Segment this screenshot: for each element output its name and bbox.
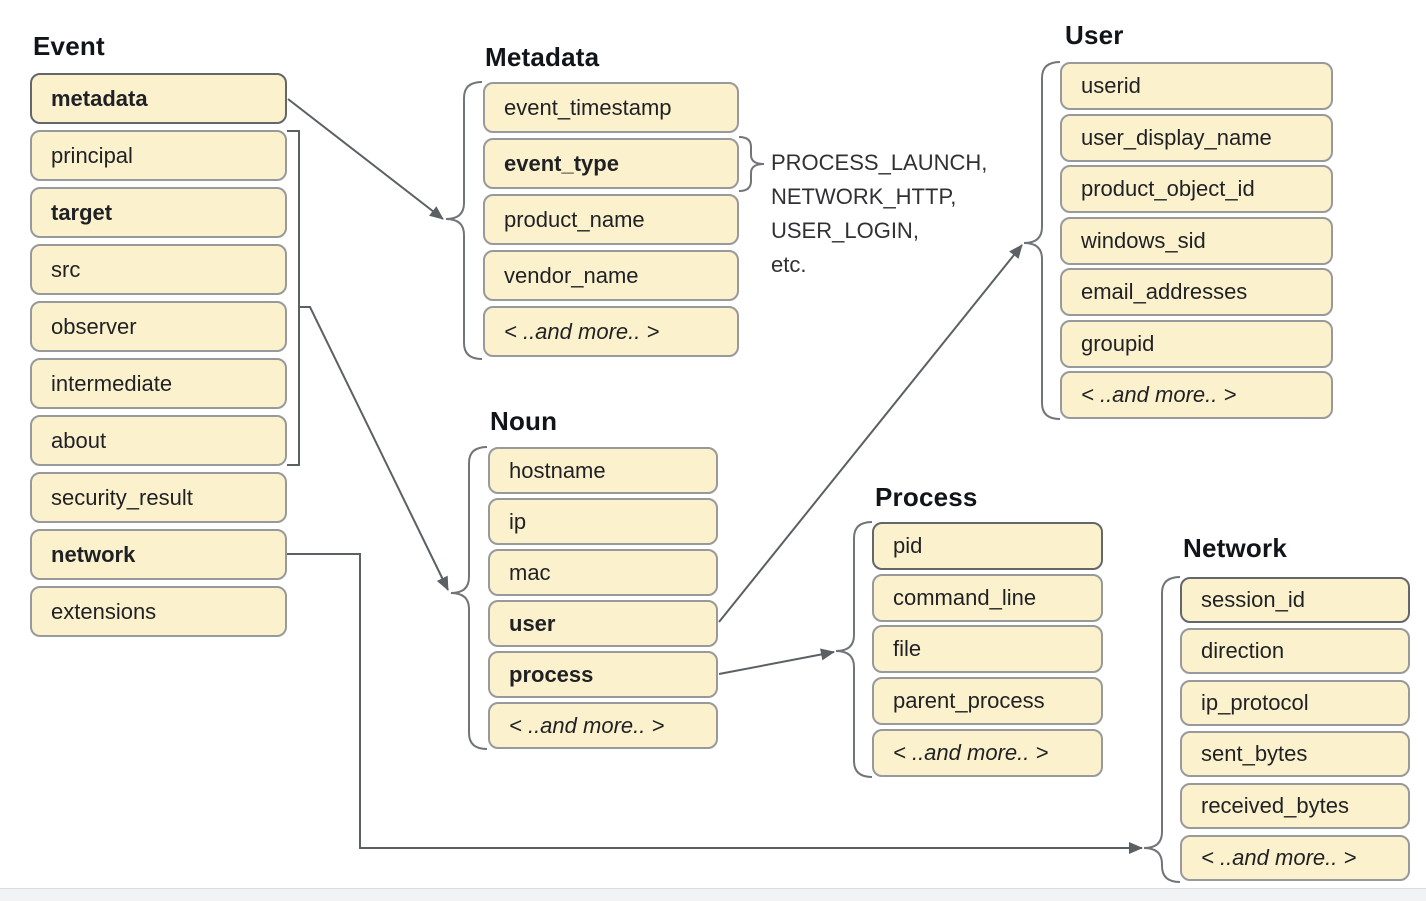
user-field-user-display-name: user_display_name <box>1060 114 1333 162</box>
event-field-src: src <box>30 244 287 295</box>
noun-group-brace <box>450 446 488 750</box>
bottom-divider <box>0 888 1426 901</box>
network-field-session-id: session_id <box>1180 577 1410 623</box>
event-field-network: network <box>30 529 287 580</box>
user-field-product-object-id: product_object_id <box>1060 165 1333 213</box>
user-field-groupid: groupid <box>1060 320 1333 368</box>
group-title-process: Process <box>875 482 978 512</box>
group-title-metadata: Metadata <box>485 42 600 72</box>
network-field-received-bytes: received_bytes <box>1180 783 1410 829</box>
metadata-group-brace <box>445 81 483 360</box>
event-field-intermediate: intermediate <box>30 358 287 409</box>
network-field-sent-bytes: sent_bytes <box>1180 731 1410 777</box>
bracket-principal-to-about <box>287 130 300 466</box>
noun-field-process: process <box>488 651 718 698</box>
group-title-noun: Noun <box>490 406 558 436</box>
group-title-user: User <box>1065 20 1124 50</box>
event-field-about: about <box>30 415 287 466</box>
process-field-command-line: command_line <box>872 574 1103 622</box>
event-field-metadata: metadata <box>30 73 287 124</box>
user-field-email-addresses: email_addresses <box>1060 268 1333 316</box>
noun-field-and-more: < ..and more.. > <box>488 702 718 749</box>
event-field-observer: observer <box>30 301 287 352</box>
process-group-brace <box>835 521 873 778</box>
event-field-extensions: extensions <box>30 586 287 637</box>
network-field-direction: direction <box>1180 628 1410 674</box>
noun-field-user: user <box>488 600 718 647</box>
metadata-field-event-type: event_type <box>483 138 739 189</box>
metadata-field-and-more: < ..and more.. > <box>483 306 739 357</box>
user-field-windows-sid: windows_sid <box>1060 217 1333 265</box>
process-field-pid: pid <box>872 522 1103 570</box>
network-group-brace <box>1143 576 1181 883</box>
network-field-and-more: < ..and more.. > <box>1180 835 1410 881</box>
user-field-userid: userid <box>1060 62 1333 110</box>
noun-field-hostname: hostname <box>488 447 718 494</box>
arrow-process-to-process-group <box>718 648 835 675</box>
user-field-and-more: < ..and more.. > <box>1060 371 1333 419</box>
process-field-file: file <box>872 625 1103 673</box>
event-field-security-result: security_result <box>30 472 287 523</box>
process-field-and-more: < ..and more.. > <box>872 729 1103 777</box>
network-field-ip-protocol: ip_protocol <box>1180 680 1410 726</box>
noun-field-mac: mac <box>488 549 718 596</box>
event-field-principal: principal <box>30 130 287 181</box>
group-title-event: Event <box>33 31 105 61</box>
arrow-metadata-to-metadata-group <box>287 98 444 220</box>
event-type-example-values: PROCESS_LAUNCH, NETWORK_HTTP, USER_LOGIN… <box>771 150 988 277</box>
event-field-target: target <box>30 187 287 238</box>
noun-field-ip: ip <box>488 498 718 545</box>
user-group-brace <box>1023 61 1061 420</box>
metadata-field-product-name: product_name <box>483 194 739 245</box>
arrow-nouns-to-noun-group <box>299 306 449 591</box>
metadata-field-vendor-name: vendor_name <box>483 250 739 301</box>
event-type-values-brace <box>738 136 765 192</box>
process-field-parent-process: parent_process <box>872 677 1103 725</box>
group-title-network: Network <box>1183 533 1287 563</box>
metadata-field-event-timestamp: event_timestamp <box>483 82 739 133</box>
